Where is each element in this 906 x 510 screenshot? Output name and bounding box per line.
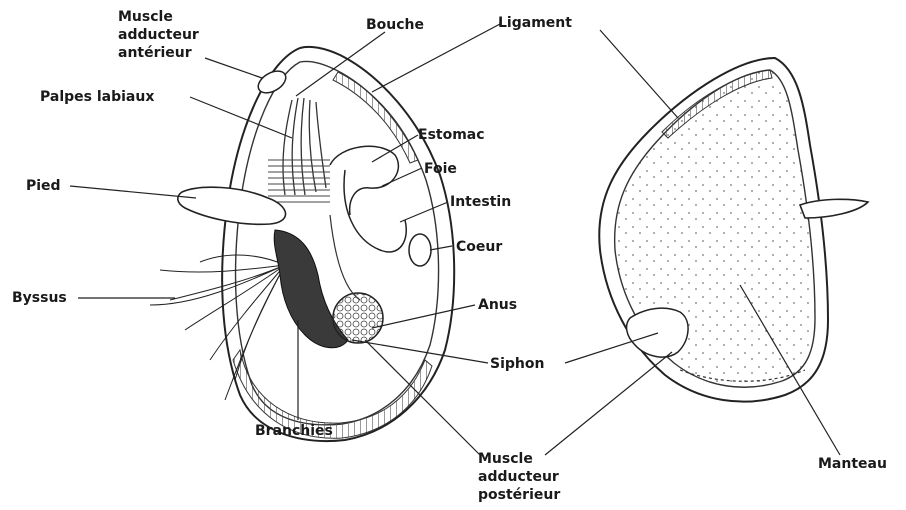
label-ligament: Ligament xyxy=(498,14,572,32)
label-anus: Anus xyxy=(478,296,517,314)
label-byssus: Byssus xyxy=(12,289,67,307)
label-muscle-adducteur-anterieur: Muscle adducteur antérieur xyxy=(118,8,199,62)
heart xyxy=(409,234,431,266)
label-bouche: Bouche xyxy=(366,16,424,34)
label-siphon: Siphon xyxy=(490,355,544,373)
leader-ligament xyxy=(372,24,500,92)
label-muscle-adducteur-posterieur: Muscle adducteur postérieur xyxy=(478,450,560,504)
label-estomac: Estomac xyxy=(418,126,485,144)
leader-ligament-right xyxy=(600,30,678,118)
label-line: postérieur xyxy=(478,486,560,504)
right-foot xyxy=(800,199,868,218)
label-foie: Foie xyxy=(424,160,457,178)
left-shell xyxy=(150,47,454,441)
label-line: antérieur xyxy=(118,44,192,62)
label-branchies: Branchies xyxy=(255,422,333,440)
right-shell xyxy=(599,58,868,402)
label-line: adducteur xyxy=(478,468,559,486)
label-intestin: Intestin xyxy=(450,193,511,211)
label-palpes-labiaux: Palpes labiaux xyxy=(40,88,154,106)
leader-pied xyxy=(70,186,196,198)
leader-muscle-posterieur-right xyxy=(545,352,672,455)
label-manteau: Manteau xyxy=(818,455,887,473)
label-line: Muscle xyxy=(118,8,173,26)
label-line: Muscle xyxy=(478,450,533,468)
leader-muscle-anterieur xyxy=(205,58,262,78)
label-line: adducteur xyxy=(118,26,199,44)
label-pied: Pied xyxy=(26,177,61,195)
label-coeur: Coeur xyxy=(456,238,502,256)
posterior-adductor-muscle xyxy=(333,293,383,343)
